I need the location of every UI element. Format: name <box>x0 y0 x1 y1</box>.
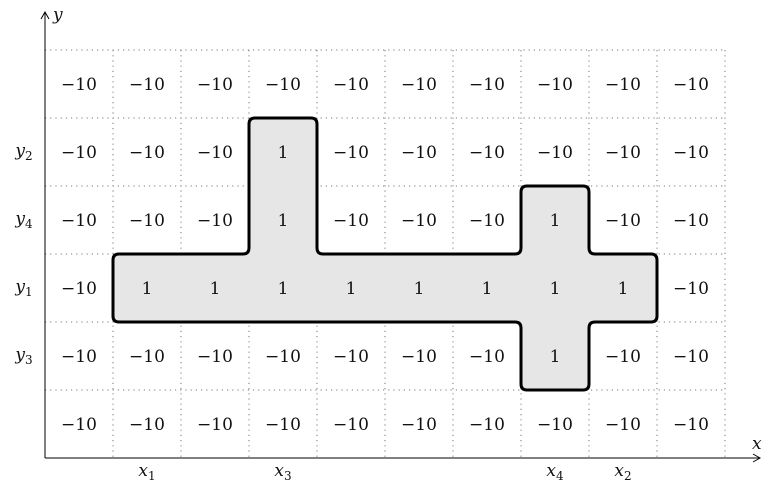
cell-value: −10 <box>673 211 709 231</box>
cell-value: −10 <box>129 75 165 95</box>
cell-value: −10 <box>401 75 437 95</box>
cell-value: −10 <box>61 347 97 367</box>
cell-value: −10 <box>129 415 165 435</box>
column-label: x2 <box>614 461 631 483</box>
cell-value: 1 <box>346 279 357 299</box>
cell-value: −10 <box>61 211 97 231</box>
y-axis-label: y <box>52 5 63 25</box>
cell-value: −10 <box>673 347 709 367</box>
cell-value: −10 <box>605 415 641 435</box>
cell-value: −10 <box>61 415 97 435</box>
cell-value: −10 <box>401 143 437 163</box>
cell-value: −10 <box>61 75 97 95</box>
cell-value: −10 <box>605 75 641 95</box>
cell-value: −10 <box>605 143 641 163</box>
cell-value: −10 <box>265 415 301 435</box>
y-axis-arrow-icon <box>40 10 50 20</box>
row-label: y4 <box>14 209 33 231</box>
column-label: x3 <box>274 461 291 483</box>
cell-value: −10 <box>537 415 573 435</box>
x-axis-label: x <box>752 434 762 454</box>
cell-value: −10 <box>605 211 641 231</box>
row-label: y2 <box>14 141 32 163</box>
cell-value: −10 <box>129 211 165 231</box>
cell-value: −10 <box>673 415 709 435</box>
cell-value: 1 <box>414 279 425 299</box>
cell-value: 1 <box>618 279 629 299</box>
cell-value: 1 <box>142 279 153 299</box>
cell-value: −10 <box>61 279 97 299</box>
cell-value: 1 <box>278 143 289 163</box>
cell-value: −10 <box>537 143 573 163</box>
axes: x y <box>40 5 762 463</box>
cell-value: −10 <box>333 75 369 95</box>
cell-value: −10 <box>537 75 573 95</box>
cell-value: −10 <box>673 143 709 163</box>
cell-value: −10 <box>469 143 505 163</box>
cell-value: −10 <box>197 347 233 367</box>
cell-value: 1 <box>550 347 561 367</box>
cell-value: −10 <box>469 211 505 231</box>
cell-value: −10 <box>197 75 233 95</box>
row-label: y1 <box>14 277 32 299</box>
cell-value: −10 <box>197 211 233 231</box>
cell-value: −10 <box>605 347 641 367</box>
cell-value: −10 <box>401 415 437 435</box>
cell-value: −10 <box>333 415 369 435</box>
cell-value: −10 <box>673 75 709 95</box>
cell-value: −10 <box>469 75 505 95</box>
cell-value: −10 <box>265 75 301 95</box>
x-axis-arrow-icon <box>752 453 762 463</box>
cell-value: −10 <box>673 279 709 299</box>
cell-value: −10 <box>333 143 369 163</box>
axis-tick-labels: y2 y4 y1 y3 x1 x3 x4 x2 <box>14 141 631 483</box>
cell-value: 1 <box>278 279 289 299</box>
cell-value: 1 <box>550 211 561 231</box>
cell-value: −10 <box>129 347 165 367</box>
cell-values: −10 −10 −10 −10 −10 −10 −10 −10 −10 −10 −10 −10 −10 1… <box>61 75 709 435</box>
cell-value: −10 <box>197 143 233 163</box>
cell-value: −10 <box>129 143 165 163</box>
cell-value: −10 <box>265 347 301 367</box>
cell-value: −10 <box>401 211 437 231</box>
cell-value: −10 <box>401 347 437 367</box>
cell-value: 1 <box>210 279 221 299</box>
cell-value: −10 <box>333 347 369 367</box>
highlighted-region <box>111 116 659 392</box>
column-label: x1 <box>138 461 155 483</box>
cell-value: 1 <box>482 279 493 299</box>
cell-value: −10 <box>333 211 369 231</box>
cell-value: −10 <box>61 143 97 163</box>
cell-value: 1 <box>550 279 561 299</box>
row-label: y3 <box>14 345 32 367</box>
column-label: x4 <box>546 461 564 483</box>
cell-value: 1 <box>278 211 289 231</box>
cell-value: −10 <box>469 415 505 435</box>
cell-value: −10 <box>197 415 233 435</box>
cell-value: −10 <box>469 347 505 367</box>
